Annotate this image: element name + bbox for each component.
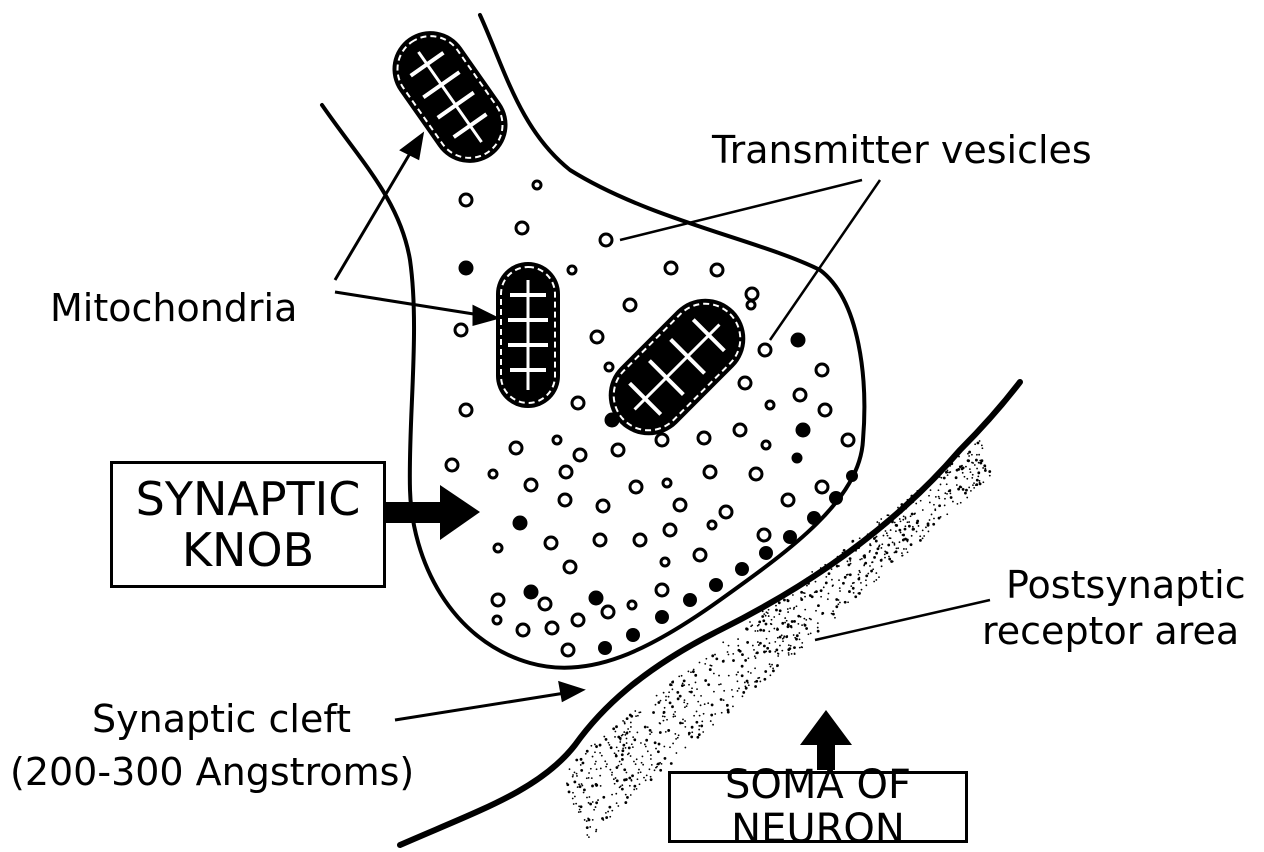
mitochondria-label: Mitochondria (50, 289, 297, 327)
vesicle (766, 401, 774, 409)
synaptic-cleft-arrow (395, 683, 582, 720)
vesicle (493, 616, 501, 624)
vesicle (665, 262, 677, 274)
vesicle (590, 592, 602, 604)
vesicle (600, 234, 612, 246)
vesicle (455, 324, 467, 336)
mitochondrion-1 (378, 16, 523, 178)
vesicle (494, 544, 502, 552)
vesicle (516, 222, 528, 234)
vesicle (539, 598, 551, 610)
vesicle (517, 624, 529, 636)
vesicle (747, 301, 755, 309)
synaptic-knob-line2: KNOB (182, 525, 314, 576)
vesicle (816, 364, 828, 376)
vesicle (694, 549, 706, 561)
vesicle (492, 594, 504, 606)
vesicle (793, 454, 801, 462)
vesicle (734, 424, 746, 436)
vesicle (572, 614, 584, 626)
vesicle (630, 481, 642, 493)
synaptic-knob-arrow (385, 485, 480, 540)
vesicle (746, 288, 758, 300)
vesicle (634, 534, 646, 546)
vesicle (656, 584, 668, 596)
vesicle (842, 434, 854, 446)
soma-arrow (800, 710, 852, 770)
vesicle (782, 494, 794, 506)
vesicle (624, 299, 636, 311)
soma-box: SOMA OF NEURON (668, 771, 968, 843)
vesicle (605, 363, 613, 371)
vesicle (704, 466, 716, 478)
synaptic-cleft-line2: (200-300 Angstroms) (10, 753, 414, 791)
vesicle (708, 521, 716, 529)
vesicle (574, 449, 586, 461)
vesicle (545, 537, 557, 549)
vesicle (525, 479, 537, 491)
vesicle (794, 389, 806, 401)
vesicle (533, 181, 541, 189)
vesicle (514, 517, 526, 529)
vesicle (628, 601, 636, 609)
mitochondrion-2 (496, 262, 560, 408)
synaptic-knob-box: SYNAPTIC KNOB (110, 461, 386, 588)
transmitter-vesicles-label: Transmitter vesicles (712, 131, 1092, 169)
vesicle (674, 499, 686, 511)
vesicle (698, 432, 710, 444)
vesicle (759, 344, 771, 356)
vesicle (446, 459, 458, 471)
vesicle (656, 434, 668, 446)
vesicle (663, 479, 671, 487)
vesicle (564, 561, 576, 573)
vesicle (562, 644, 574, 656)
vesicle (739, 377, 751, 389)
mitochondria-arrows (335, 135, 496, 324)
vesicle (661, 558, 669, 566)
vesicle (612, 444, 624, 456)
vesicle (460, 404, 472, 416)
vesicle (460, 262, 472, 274)
vesicle (525, 586, 537, 598)
vesicle (750, 468, 762, 480)
postsynaptic-line1: Postsynaptic (1006, 566, 1246, 604)
vesicle (489, 470, 497, 478)
vesicle (460, 194, 472, 206)
vesicle (762, 441, 770, 449)
vesicle (559, 494, 571, 506)
vesicle (792, 334, 804, 346)
vesicle (560, 466, 572, 478)
vesicle (510, 442, 522, 454)
vesicle (568, 266, 576, 274)
vesicle (816, 481, 828, 493)
vesicle (602, 606, 614, 618)
synaptic-knob-line1: SYNAPTIC (136, 474, 361, 525)
vesicle (758, 529, 770, 541)
postsynaptic-line2: receptor area (982, 612, 1239, 650)
synaptic-cleft-line1: Synaptic cleft (92, 700, 351, 738)
soma-label: SOMA OF NEURON (671, 763, 965, 851)
vesicle (664, 524, 676, 536)
vesicle (711, 264, 723, 276)
vesicle (546, 622, 558, 634)
vesicle (553, 436, 561, 444)
vesicle (594, 534, 606, 546)
vesicle (572, 397, 584, 409)
vesicle (606, 414, 618, 426)
vesicle (591, 331, 603, 343)
vesicle (720, 506, 732, 518)
vesicle (819, 404, 831, 416)
vesicle (597, 500, 609, 512)
vesicle (797, 424, 809, 436)
